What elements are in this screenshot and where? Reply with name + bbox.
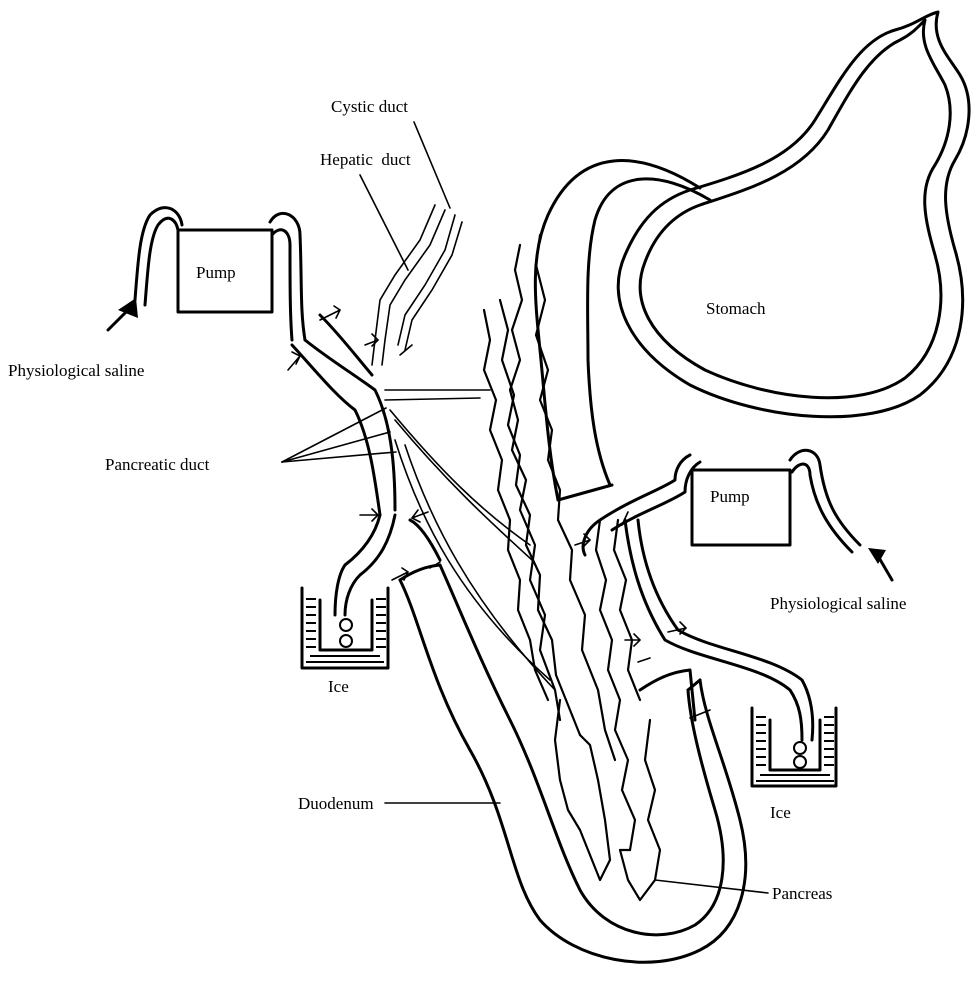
cystic-hepatic-ducts xyxy=(372,205,462,365)
ice-bucket-right xyxy=(752,708,836,786)
label-saline-left: Physiological saline xyxy=(8,361,144,380)
saline-arrow-left xyxy=(108,298,138,330)
label-ice-right: Ice xyxy=(770,803,791,822)
left-perfusion-tubing xyxy=(135,208,440,615)
duodenum xyxy=(400,565,746,962)
stomach xyxy=(618,12,969,417)
label-pancreatic-duct: Pancreatic duct xyxy=(105,455,210,474)
leader-lines xyxy=(282,122,768,893)
pancreatic-ducts xyxy=(385,390,555,690)
ice-bucket-left xyxy=(302,588,388,668)
label-saline-right: Physiological saline xyxy=(770,594,906,613)
label-duodenum: Duodenum xyxy=(298,794,374,813)
label-pump-left: Pump xyxy=(196,263,236,282)
label-pump-right: Pump xyxy=(710,487,750,506)
label-ice-left: Ice xyxy=(328,677,349,696)
saline-arrow-right xyxy=(868,548,892,580)
label-cystic-duct: Cystic duct xyxy=(331,97,408,116)
label-stomach: Stomach xyxy=(706,299,766,318)
label-pancreas: Pancreas xyxy=(772,884,832,903)
label-hepatic-duct: Hepatic duct xyxy=(320,150,411,169)
